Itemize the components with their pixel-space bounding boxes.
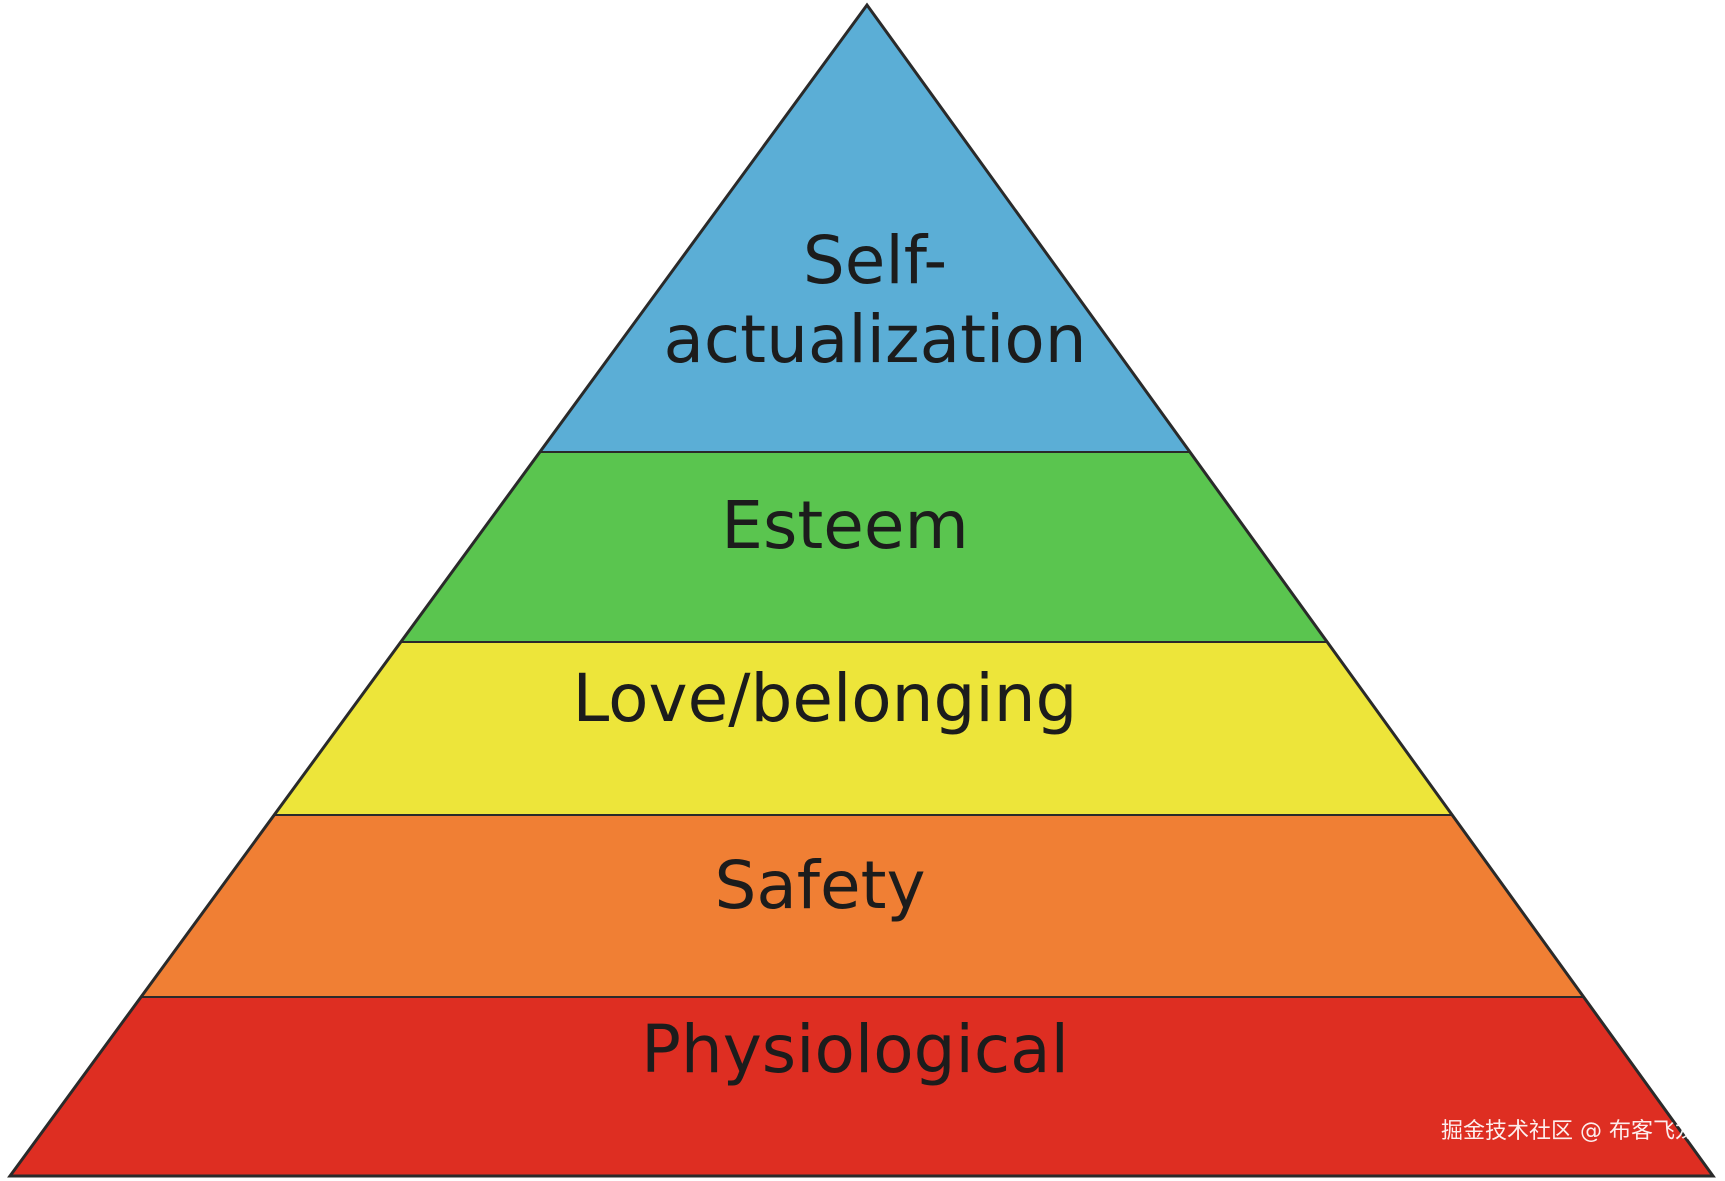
tier-shapes-group [8, 3, 1715, 1177]
watermark-text: 掘金技术社区 @ 布客飞龙 [1441, 1119, 1697, 1144]
tier-label-safety: Safety [714, 847, 925, 924]
tier-label-love-belonging: Love/belonging [573, 660, 1078, 737]
tier-labels-group: Self-actualizationEsteemLove/belongingSa… [573, 222, 1087, 1088]
tier-label-physiological: Physiological [641, 1011, 1069, 1088]
tier-label-esteem: Esteem [721, 487, 968, 564]
pyramid-outline [7, 2, 1716, 1178]
tier-label-self-actualization-line-2: actualization [663, 301, 1086, 378]
tier-label-self-actualization-line-1: Self- [803, 222, 947, 299]
